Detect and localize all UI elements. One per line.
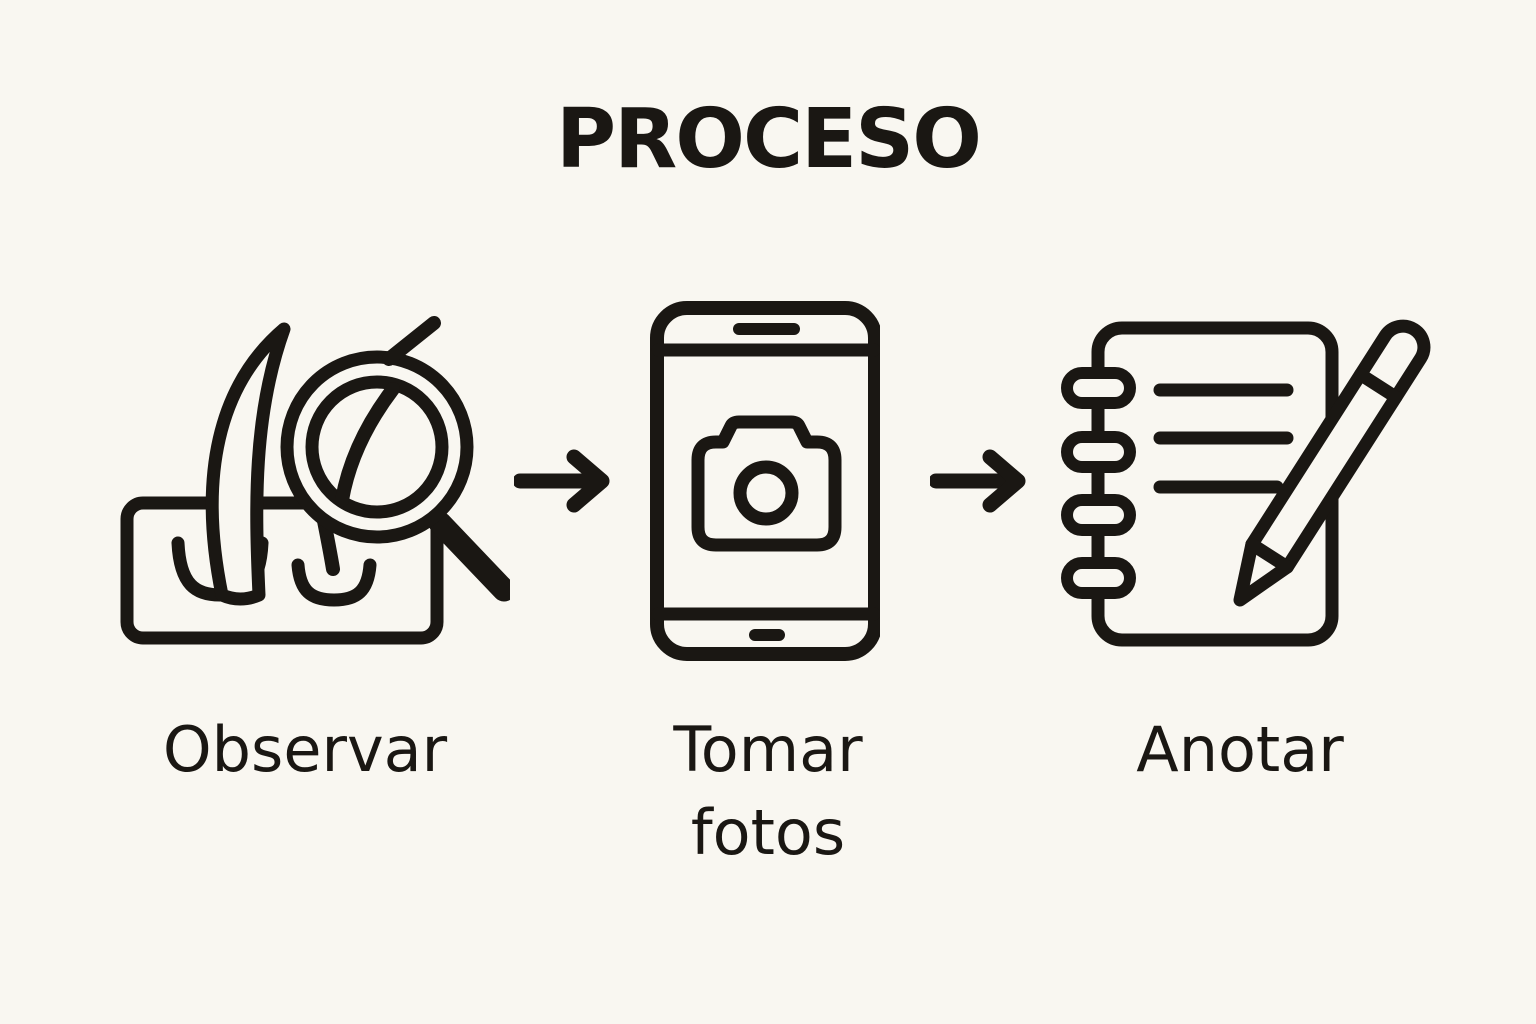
arrow-right-icon	[930, 449, 1026, 513]
step-observar	[100, 293, 510, 663]
spiral-ring	[1061, 431, 1136, 473]
step-label-tomar-fotos: Tomar fotos	[673, 713, 863, 870]
smartphone-camera-icon	[650, 301, 880, 661]
camera-icon	[691, 415, 842, 552]
step-label-anotar: Anotar	[1136, 713, 1344, 786]
skin-hair-magnifier-icon	[120, 316, 510, 645]
spiral-ring	[1061, 557, 1136, 599]
step-anotar	[1050, 318, 1450, 658]
connector-2	[930, 449, 1030, 513]
step-tomar-fotos	[650, 301, 880, 661]
pencil-icon	[1233, 319, 1431, 607]
connector-1	[514, 449, 614, 513]
spiral-ring	[1061, 494, 1136, 536]
arrow-right-icon	[514, 449, 610, 513]
camera-lens	[733, 460, 799, 526]
notebook-pencil-icon	[1061, 319, 1431, 647]
step-label-observar: Observar	[162, 713, 448, 786]
spiral-ring	[1061, 367, 1136, 409]
page-title: PROCESO	[556, 92, 982, 187]
